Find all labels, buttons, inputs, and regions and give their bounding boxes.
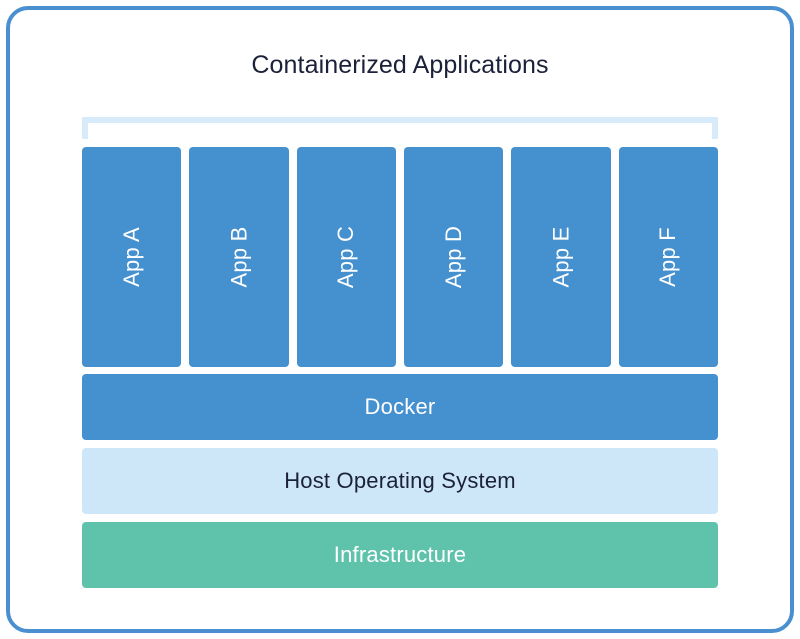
app-containers-row: App A App B App C App D App E App F [82,147,718,367]
app-container-box[interactable]: App B [189,147,289,367]
layer-bar-host-operating-system[interactable]: Host Operating System [82,448,718,514]
app-container-label: App C [333,225,359,289]
app-label-wrapper: App E [511,147,610,367]
app-label-wrapper: App F [619,147,718,367]
containerized-applications-bracket [82,117,718,139]
app-label-wrapper: App D [404,147,503,367]
app-container-box[interactable]: App A [82,147,182,367]
app-container-label: App F [655,227,681,287]
app-label-wrapper: App A [82,147,181,367]
layer-bar-infrastructure[interactable]: Infrastructure [82,522,718,588]
app-label-wrapper: App C [297,147,396,367]
app-container-label: App D [440,225,466,289]
app-container-label: App A [118,227,144,287]
app-container-box[interactable]: App E [511,147,611,367]
layer-bar-docker[interactable]: Docker [82,374,718,440]
app-container-box[interactable]: App F [618,147,718,367]
app-container-box[interactable]: App C [296,147,396,367]
app-container-box[interactable]: App D [403,147,504,367]
app-container-label: App B [225,226,251,288]
diagram-title: Containerized Applications [251,51,549,79]
app-container-label: App E [547,226,573,288]
app-label-wrapper: App B [189,147,288,367]
